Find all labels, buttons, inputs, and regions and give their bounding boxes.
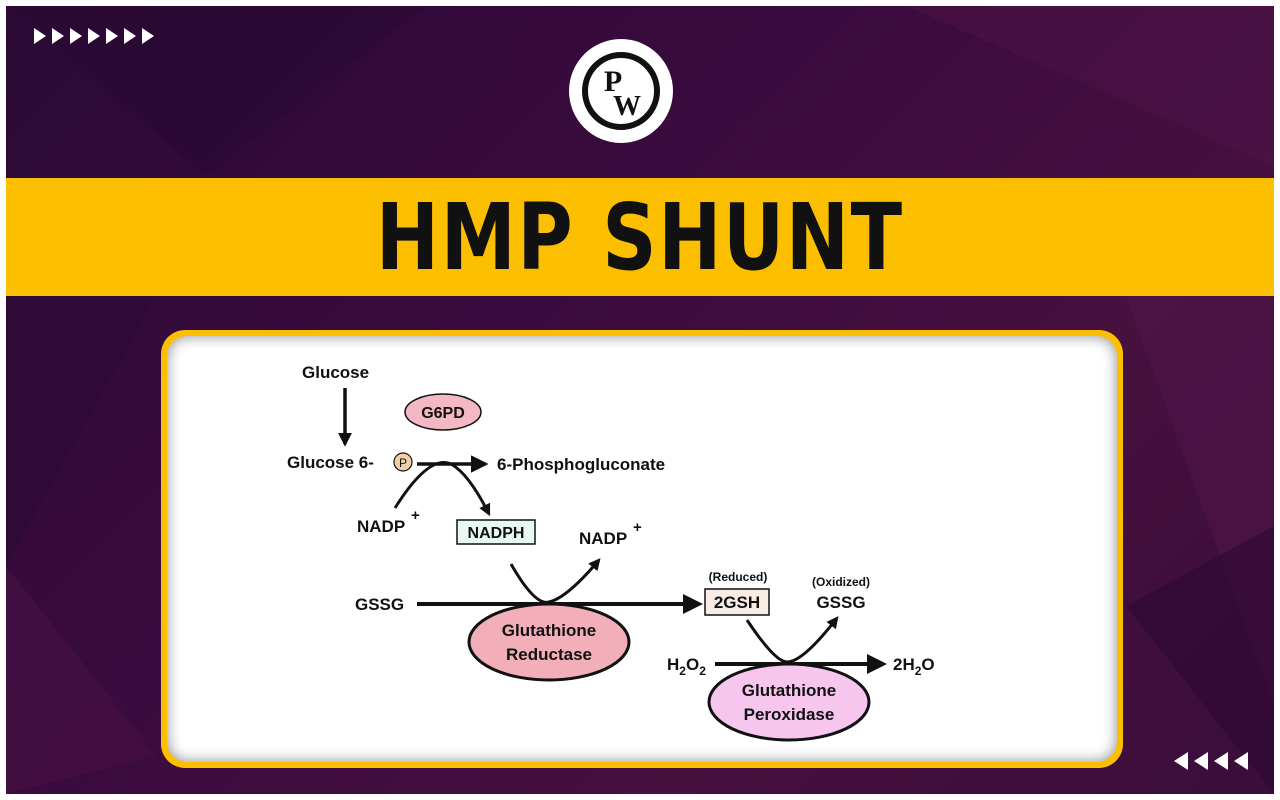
h2o-label: 2H2O [893, 655, 935, 678]
pw-logo: P W [569, 39, 673, 143]
h2o2-label: H2O2 [667, 655, 706, 678]
logo-letter-w: W [613, 91, 641, 122]
nadph-label: NADPH [468, 525, 525, 542]
decorative-arrows-bottom-right [1174, 752, 1248, 770]
arrow-left-icon [1174, 752, 1188, 770]
phosphogluconate-label: 6-Phosphogluconate [497, 455, 665, 474]
glucose6p-label: Glucose 6- [287, 453, 374, 472]
reduced-label: (Reduced) [709, 570, 768, 584]
nadph-to-nadp-curve [509, 558, 601, 604]
nadph-box [456, 519, 536, 545]
arrow-right-icon [88, 28, 100, 44]
gssg-right-label: GSSG [816, 593, 865, 612]
arrow-left-icon [1194, 752, 1208, 770]
nadp-left-superscript: + [411, 507, 420, 524]
g6pd-ellipse [404, 393, 482, 431]
peroxidase-line2: Peroxidase [744, 705, 835, 724]
phosphate-symbol: P [399, 456, 407, 470]
g6pd-label: G6PD [421, 405, 465, 422]
background-frame: P W HMP SHUNT Glucose [6, 6, 1274, 794]
gsh-box [704, 588, 770, 616]
diagram-card: Glucose G6PD Glucose 6- P 6-Phosphogluco… [161, 330, 1123, 768]
peroxidase-line1: Glutathione [742, 681, 836, 700]
nadp-left-label: NADP [357, 517, 405, 536]
glutathione-peroxidase-ellipse [707, 662, 871, 742]
nadp-to-nadph-curve [393, 461, 491, 517]
decorative-arrows-top-left [34, 28, 154, 44]
reductase-line2: Reductase [506, 645, 592, 664]
gssg-left-label: GSSG [355, 595, 404, 614]
hmp-shunt-diagram: Glucose G6PD Glucose 6- P 6-Phosphogluco… [287, 363, 935, 742]
arrow-right-icon [34, 28, 46, 44]
page-title: HMP SHUNT [376, 183, 904, 291]
glutathione-reductase-ellipse [467, 602, 631, 682]
gsh-to-gssg-curve [745, 616, 839, 664]
gsh-label: 2GSH [714, 593, 760, 612]
arrow-right-icon [52, 28, 64, 44]
diagram-panel: Glucose G6PD Glucose 6- P 6-Phosphogluco… [167, 336, 1117, 762]
arrow-right-icon [142, 28, 154, 44]
oxidized-label: (Oxidized) [812, 575, 870, 589]
arrow-right-icon [106, 28, 118, 44]
reductase-line1: Glutathione [502, 621, 596, 640]
nadp-right-superscript: + [633, 519, 642, 536]
background-facets [6, 6, 1274, 794]
arrow-right-icon [70, 28, 82, 44]
arrow-right-icon [124, 28, 136, 44]
nadp-right-label: NADP [579, 529, 627, 548]
title-banner: HMP SHUNT [6, 178, 1274, 296]
arrow-left-icon [1234, 752, 1248, 770]
phosphate-icon [393, 452, 413, 472]
arrow-left-icon [1214, 752, 1228, 770]
glucose-label: Glucose [302, 363, 369, 382]
logo-letter-p: P [604, 65, 622, 98]
